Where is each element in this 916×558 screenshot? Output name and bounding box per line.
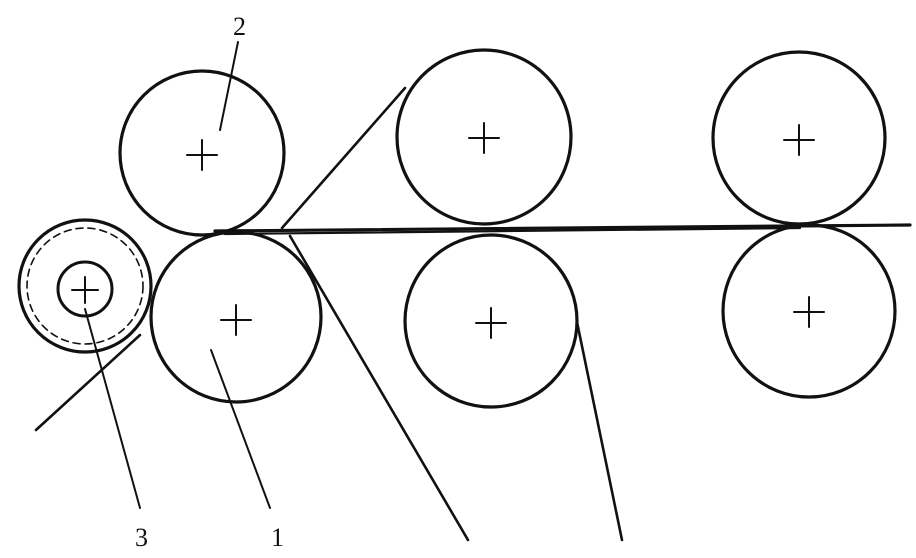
incoming-line [34,333,142,432]
strip-line-secondary [223,226,802,236]
callout-2-label: 2 [233,12,246,41]
callout-3-label: 3 [135,523,148,552]
callout-1-leader [210,349,271,509]
callout-1-label: 1 [271,523,284,552]
callout-3-leader [84,308,141,509]
upper-roll-middle [395,48,573,226]
roll-2 [118,69,286,237]
callout-2-leader [219,41,239,131]
roll-1 [149,230,323,404]
lower-exit-line-a [288,234,470,542]
upper-roll-right [711,50,887,226]
lower-roll-middle [403,233,579,409]
lower-roll-right [721,223,897,399]
upper-feed-line [280,86,407,230]
roll-3 [17,218,153,354]
lower-exit-line-b [575,320,624,542]
